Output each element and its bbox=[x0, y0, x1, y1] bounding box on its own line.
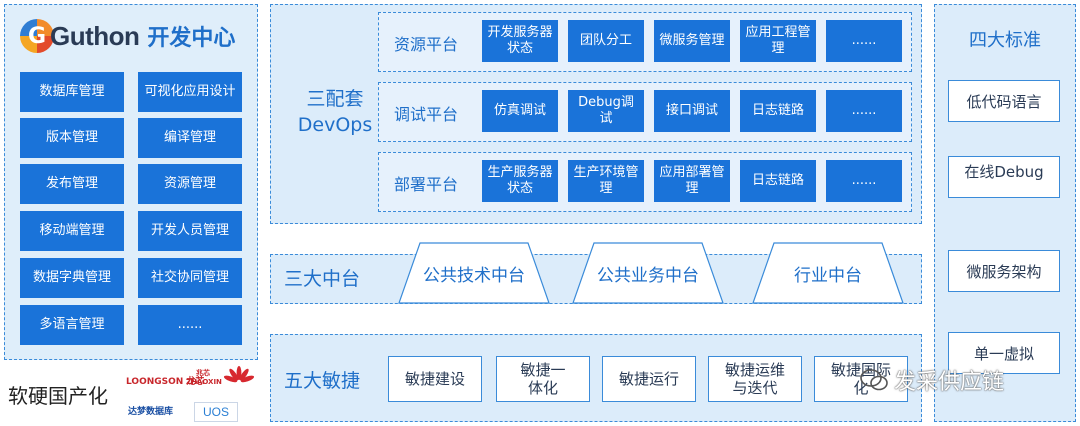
agile-item: 敏捷一体化 bbox=[496, 356, 590, 402]
watermark: 发采供应链 bbox=[860, 364, 1004, 396]
left-button: 社交协同管理 bbox=[138, 258, 242, 298]
left-button: 发布管理 bbox=[20, 164, 124, 204]
agile-section bbox=[270, 334, 922, 422]
middle-platform-item: 公共技术中台 bbox=[398, 242, 550, 304]
platform-item: 应用工程管理 bbox=[740, 20, 816, 62]
watermark-text: 发采供应链 bbox=[894, 370, 1005, 395]
middle-platform-label: 公共业务中台 bbox=[597, 265, 699, 286]
left-button: 多语言管理 bbox=[20, 305, 124, 345]
devops-label-line1: 三配套 bbox=[306, 88, 364, 110]
middle-label: 三大中台 bbox=[284, 268, 361, 290]
row-label: 部署平台 bbox=[394, 175, 459, 194]
deploy-platform-row bbox=[378, 152, 912, 212]
left-button: 版本管理 bbox=[20, 118, 124, 158]
left-button: ...... bbox=[138, 305, 242, 345]
brand-subtitle: 开发中心 bbox=[147, 26, 236, 51]
platform-item: 微服务管理 bbox=[654, 20, 730, 62]
platform-item: ...... bbox=[826, 160, 902, 202]
devops-label-line2: DevOps bbox=[297, 114, 373, 136]
platform-item: 团队分工 bbox=[568, 20, 644, 62]
middle-platform-item: 公共业务中台 bbox=[572, 242, 724, 304]
platform-item: 接口调试 bbox=[654, 90, 730, 132]
huawei-logo-icon bbox=[223, 366, 255, 396]
standard-item: 低代码语言 bbox=[948, 80, 1060, 122]
row-label: 资源平台 bbox=[394, 35, 459, 54]
wechat-icon bbox=[860, 369, 888, 391]
left-button: 开发人员管理 bbox=[138, 211, 242, 251]
middle-platform-label: 行业中台 bbox=[794, 265, 862, 286]
left-button: 移动端管理 bbox=[20, 211, 124, 251]
agile-item: 敏捷运维与迭代 bbox=[708, 356, 802, 402]
agile-label: 五大敏捷 bbox=[284, 370, 361, 392]
resource-platform-row bbox=[378, 12, 912, 72]
middle-platform-item: 行业中台 bbox=[752, 242, 904, 304]
dameng-logo: 达梦数据库 bbox=[128, 407, 174, 417]
middle-platform-label: 公共技术中台 bbox=[423, 265, 525, 286]
brand: G Guthon 开发中心 bbox=[20, 18, 235, 54]
platform-item: ...... bbox=[826, 20, 902, 62]
standard-item: 在线Debug bbox=[948, 156, 1060, 198]
loongson-logo: LOONGSON 龙芯 bbox=[126, 377, 205, 387]
platform-item: 开发服务器状态 bbox=[482, 20, 558, 62]
platform-item: Debug调试 bbox=[568, 90, 644, 132]
platform-item: 日志链路 bbox=[740, 160, 816, 202]
devops-label: 三配套 DevOps bbox=[292, 86, 378, 138]
platform-item: 生产环境管理 bbox=[568, 160, 644, 202]
left-button: 数据字典管理 bbox=[20, 258, 124, 298]
domestic-label: 软硬国产化 bbox=[8, 384, 108, 408]
platform-item: 应用部署管理 bbox=[654, 160, 730, 202]
uos-logo: UOS bbox=[194, 402, 238, 422]
platform-item: 日志链路 bbox=[740, 90, 816, 132]
guthon-logo-icon: G bbox=[20, 19, 54, 53]
platform-item: 仿真调试 bbox=[482, 90, 558, 132]
brand-name: Guthon bbox=[50, 20, 140, 51]
standard-item: 微服务架构 bbox=[948, 250, 1060, 292]
left-button: 数据库管理 bbox=[20, 72, 124, 112]
left-button: 资源管理 bbox=[138, 164, 242, 204]
left-button: 编译管理 bbox=[138, 118, 242, 158]
platform-item: 生产服务器状态 bbox=[482, 160, 558, 202]
standard-item: 单一虚拟 bbox=[948, 332, 1060, 374]
agile-item: 敏捷运行 bbox=[602, 356, 696, 402]
debug-platform-row bbox=[378, 82, 912, 142]
platform-item: ...... bbox=[826, 90, 902, 132]
left-button: 可视化应用设计 bbox=[138, 72, 242, 112]
standards-title: 四大标准 bbox=[969, 30, 1041, 51]
row-label: 调试平台 bbox=[394, 105, 459, 124]
agile-item: 敏捷建设 bbox=[388, 356, 482, 402]
zhaoxin-logo: 兆芯 ZHAOXIN bbox=[186, 369, 222, 386]
